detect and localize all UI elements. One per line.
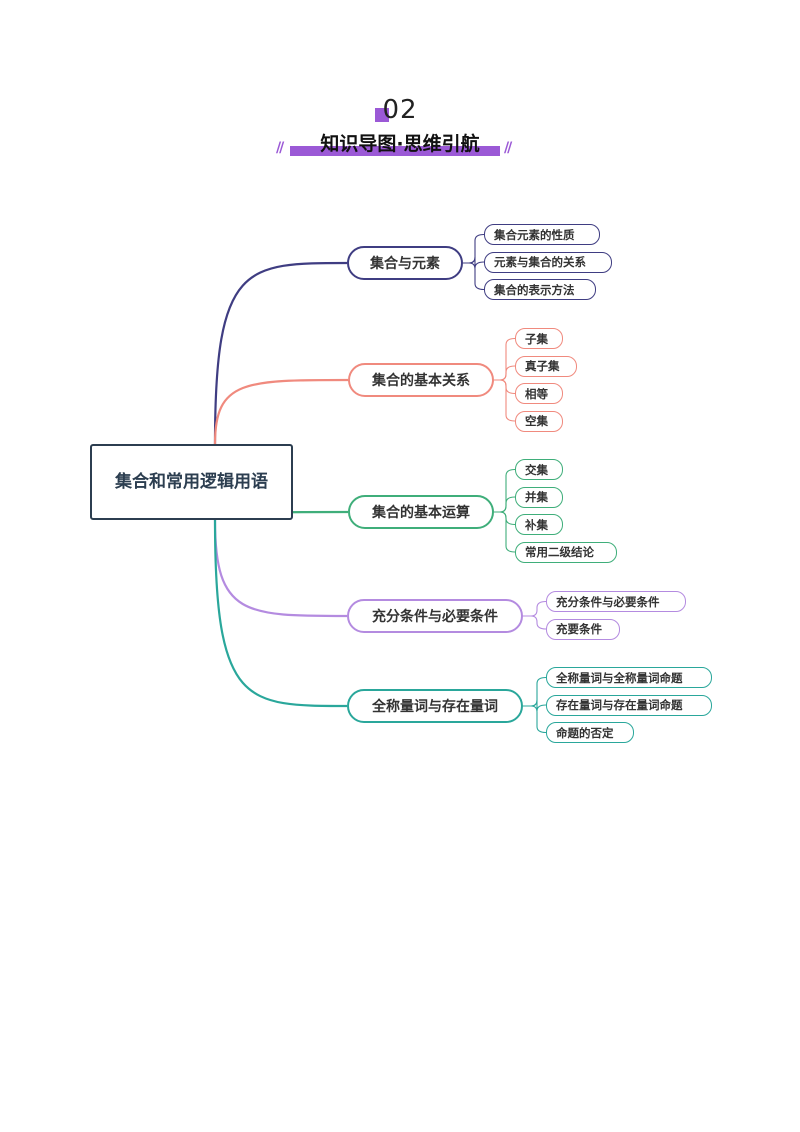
leaf-node: 空集 [515,410,563,432]
leaf-node: 常用二级结论 [515,541,617,563]
leaf-connector [494,337,516,381]
leaf-node: 存在量词与存在量词命题 [546,694,712,716]
leaf-node: 充分条件与必要条件 [546,591,686,612]
leaf-node: 并集 [515,486,563,508]
branch-connector [213,378,349,445]
leaf-node: 子集 [515,328,563,349]
leaf-connector [523,600,547,617]
leaf-node: 补集 [515,514,563,535]
mindmap-root: 集合和常用逻辑用语 [90,444,293,520]
leaf-connector [494,365,516,381]
leaf-connector [494,496,516,513]
leaf-connector [494,511,516,553]
title-decoration-right: // [504,140,512,156]
leaf-node: 集合的表示方法 [484,279,596,300]
branch-connector [213,519,348,708]
section-number-accent [375,108,389,122]
branch-connector [213,519,348,618]
section-number: 02 [382,95,418,125]
leaf-node: 相等 [515,383,563,404]
branch-node: 集合与元素 [347,246,463,280]
branch-node: 充分条件与必要条件 [347,599,523,633]
branch-node: 全称量词与存在量词 [347,689,523,723]
leaf-node: 命题的否定 [546,722,634,743]
section-title-highlight [290,146,500,156]
section-title: 知识导图·思维引航 [320,133,480,155]
branch-node: 集合的基本关系 [348,363,494,397]
leaf-connector [523,615,547,630]
leaf-connector [523,676,547,707]
mindmap-root-label: 集合和常用逻辑用语 [115,471,268,492]
branch-connector [213,261,348,445]
leaf-node: 全称量词与全称量词命题 [546,667,712,688]
leaf-connector [463,233,485,264]
leaf-connector [494,379,516,422]
branch-node: 集合的基本运算 [348,495,494,529]
leaf-node: 集合元素的性质 [484,224,600,245]
leaf-connector [523,705,547,734]
leaf-connector [463,262,485,291]
title-decoration-left: // [276,140,284,156]
leaf-node: 交集 [515,459,563,480]
leaf-connector [494,468,516,513]
leaf-node: 真子集 [515,355,577,377]
leaf-node: 充要条件 [546,618,620,640]
leaf-node: 元素与集合的关系 [484,251,612,273]
